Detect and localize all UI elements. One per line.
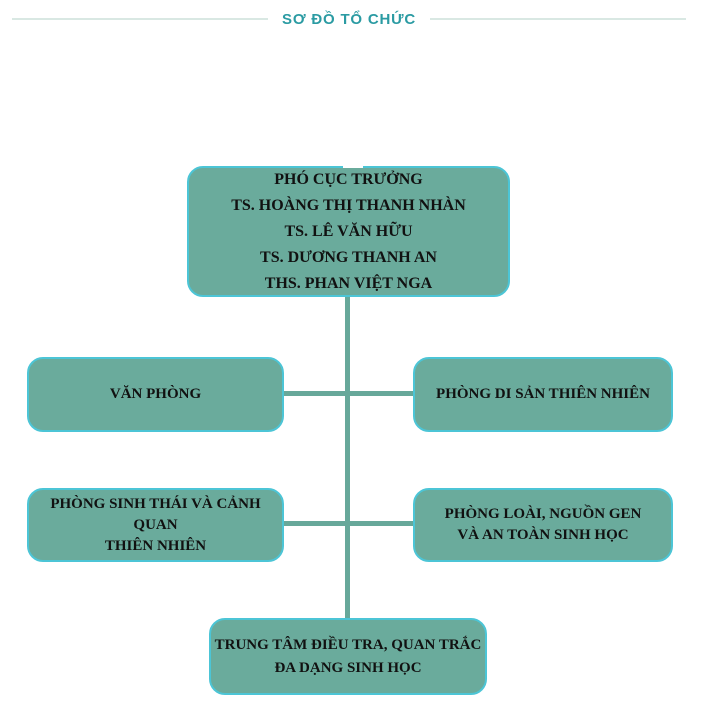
root-box-top-border-gap <box>343 164 363 168</box>
page-title: SƠ ĐỒ TỔ CHỨC <box>282 10 416 28</box>
title-divider-right <box>430 18 687 20</box>
root-box-pho-cuc-truong: PHÓ CỤC TRƯỞNG TS. HOÀNG THỊ THANH NHÀN … <box>187 166 510 297</box>
connector-row1-horizontal <box>283 391 414 396</box>
dept-box-label: VĂN PHÒNG <box>109 386 202 402</box>
dept-box-van-phong: VĂN PHÒNG <box>27 357 284 432</box>
title-divider-left <box>12 18 269 20</box>
dept-box-trung-tam-dieu-tra-quan-trac-da-dang-sinh-hoc: TRUNG TÂM ĐIỀU TRA, QUAN TRẮC ĐA DẠNG SI… <box>209 618 487 695</box>
dept-box-label: THIÊN NHIÊN <box>104 537 207 554</box>
dept-box-label: TRUNG TÂM ĐIỀU TRA, QUAN TRẮC <box>214 636 482 653</box>
dept-box-label: PHÒNG SINH THÁI VÀ CẢNH QUAN <box>50 495 261 533</box>
dept-box-label: PHÒNG DI SẢN THIÊN NHIÊN <box>436 386 650 402</box>
section-header: SƠ ĐỒ TỔ CHỨC <box>12 8 687 30</box>
connector-row2-horizontal <box>283 521 414 526</box>
root-box-line: TS. LÊ VĂN HỮU <box>284 222 413 240</box>
dept-box-phong-di-san-thien-nhien: PHÒNG DI SẢN THIÊN NHIÊN <box>413 357 673 432</box>
dept-box-label: VÀ AN TOÀN SINH HỌC <box>457 527 629 543</box>
root-box-line: TS. DƯƠNG THANH AN <box>260 248 437 266</box>
root-box-line: TS. HOÀNG THỊ THANH NHÀN <box>231 196 466 214</box>
connector-root-vertical <box>345 296 350 618</box>
dept-box-phong-loai-nguon-gen-va-an-toan-sinh-hoc: PHÒNG LOÀI, NGUỒN GEN VÀ AN TOÀN SINH HỌ… <box>413 488 673 562</box>
dept-box-label: ĐA DẠNG SINH HỌC <box>274 659 422 676</box>
root-box-line: THS. PHAN VIỆT NGA <box>264 274 433 292</box>
dept-box-phong-sinh-thai-va-canh-quan-thien-nhien: PHÒNG SINH THÁI VÀ CẢNH QUAN THIÊN NHIÊN <box>27 488 284 562</box>
dept-box-label: PHÒNG LOÀI, NGUỒN GEN <box>444 506 642 522</box>
root-box-line: PHÓ CỤC TRƯỞNG <box>274 170 423 188</box>
